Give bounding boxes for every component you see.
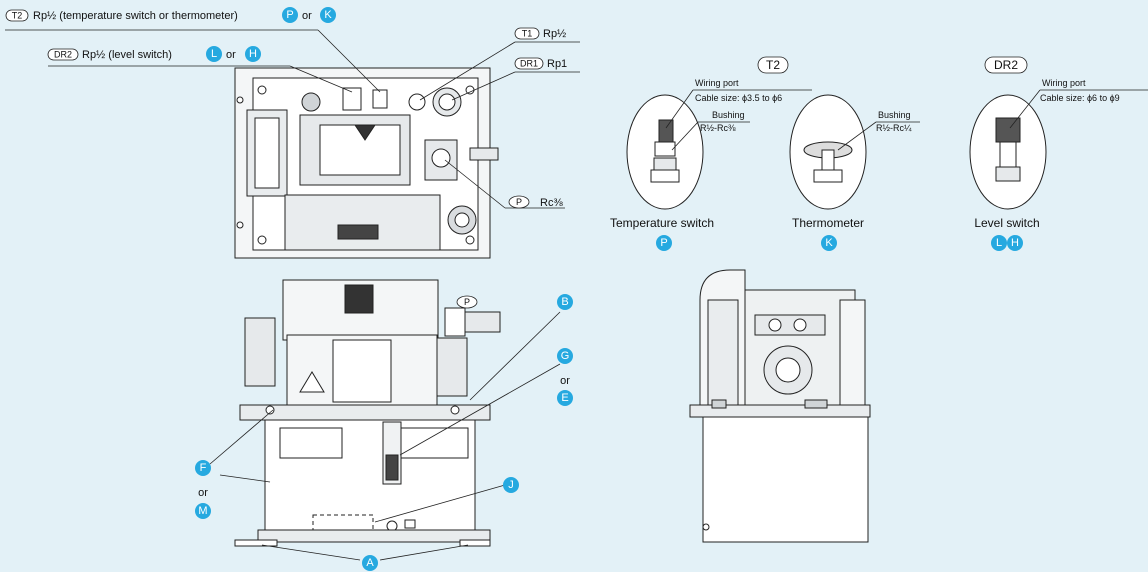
dr2-detail-labels: DR2 Wiring port Cable size: ϕ6 to ϕ9 (984, 56, 1120, 103)
badge-p-label: P (286, 9, 293, 21)
badge-g (557, 348, 573, 364)
p-description: Rc⅜ (540, 197, 563, 209)
dr1-tag (514, 57, 544, 70)
badge-p (282, 7, 298, 23)
bushing-1-label: Bushing (712, 110, 745, 120)
t2-or: or (302, 10, 312, 22)
top-view-drawing (234, 67, 499, 259)
callout-p: P Rc⅜ (508, 195, 563, 209)
callout-dr1: DR1 Rp1 (514, 57, 567, 70)
badge-j-label: J (508, 479, 514, 491)
p-tag (508, 195, 530, 209)
badge-l-label: L (211, 48, 217, 60)
badge-k-label: K (324, 9, 332, 21)
badge-b (557, 294, 573, 310)
badge-e-label: E (561, 392, 568, 404)
callout-t1: T1 Rp½ (514, 27, 566, 40)
t2-tag (5, 9, 29, 22)
temp-switch-badge-label: P (660, 237, 667, 249)
t2-tag-label: T2 (12, 11, 23, 21)
thermometer-sketch (789, 94, 867, 210)
t2-description: Rp½ (temperature switch or thermometer) (33, 10, 238, 22)
ge-or: or (560, 375, 570, 387)
callout-t2: T2 Rp½ (temperature switch or thermomete… (5, 7, 336, 23)
t2-detail-tag (757, 56, 789, 74)
badge-j (503, 477, 519, 493)
callout-dr2: DR2 Rp½ (level switch) L or H (47, 46, 261, 62)
temp-switch-caption: Temperature switch (610, 216, 714, 230)
fm-or: or (198, 487, 208, 499)
badge-g-label: G (561, 350, 570, 362)
t2-detail-labels: T2 Wiring port Cable size: ϕ3.5 to ϕ6 Bu… (695, 56, 912, 133)
side-view-drawing (689, 269, 871, 543)
dr1-tag-label: DR1 (520, 59, 538, 69)
detail-captions: Temperature switch P Thermometer K Level… (610, 216, 1040, 251)
badge-f (195, 460, 211, 476)
t1-tag (514, 27, 540, 40)
bushing-1-size: R½-Rc⅜ (700, 123, 736, 133)
bushing-2-label: Bushing (878, 110, 911, 120)
wiring-port-dr2-label: Wiring port (1042, 78, 1086, 88)
dr2-description: Rp½ (level switch) (82, 49, 172, 61)
cable-size-dr2-label: Cable size: ϕ6 to ϕ9 (1040, 93, 1120, 103)
p-side-tag (456, 295, 478, 309)
thermometer-badge-label: K (825, 237, 833, 249)
p-side-tag-label: P (464, 297, 470, 307)
badge-m (195, 503, 211, 519)
badge-a-label: A (366, 557, 374, 569)
p-tag-label: P (516, 197, 522, 207)
cable-size-t2-label: Cable size: ϕ3.5 to ϕ6 (695, 93, 782, 103)
t1-description: Rp½ (543, 28, 566, 40)
badge-b-label: B (561, 296, 568, 308)
dr2-tag (47, 48, 79, 61)
t2-detail-title: T2 (766, 58, 780, 72)
badge-k (320, 7, 336, 23)
badge-h-label: H (249, 48, 257, 60)
level-switch-badge-h-label: H (1011, 237, 1019, 249)
front-view-badges: B G or E F or M J A (195, 294, 573, 571)
t1-tag-label: T1 (522, 29, 533, 39)
temperature-switch-sketch (626, 94, 704, 210)
wiring-port-label: Wiring port (695, 78, 739, 88)
level-switch-badge-h (1007, 235, 1023, 251)
badge-f-label: F (200, 462, 207, 474)
dr2-tag-label: DR2 (54, 50, 72, 60)
bushing-2-size: R½-Rc¼ (876, 123, 912, 133)
callout-p-side: P (456, 295, 478, 309)
dr2-detail-title: DR2 (994, 58, 1018, 72)
dr2-or: or (226, 49, 236, 61)
front-view-drawing (234, 279, 501, 547)
level-switch-badge-l (991, 235, 1007, 251)
dr1-description: Rp1 (547, 58, 567, 70)
badge-m-label: M (198, 505, 207, 517)
leader-lines (5, 29, 1148, 561)
badge-l (206, 46, 222, 62)
badge-h (245, 46, 261, 62)
thermometer-badge (821, 235, 837, 251)
level-switch-sketch (969, 94, 1047, 210)
level-switch-badge-l-label: L (996, 237, 1002, 249)
temp-switch-badge (656, 235, 672, 251)
dr2-detail-tag (984, 56, 1028, 74)
badge-e (557, 390, 573, 406)
level-switch-caption: Level switch (974, 216, 1039, 230)
badge-a (362, 555, 378, 571)
thermometer-caption: Thermometer (792, 216, 864, 230)
